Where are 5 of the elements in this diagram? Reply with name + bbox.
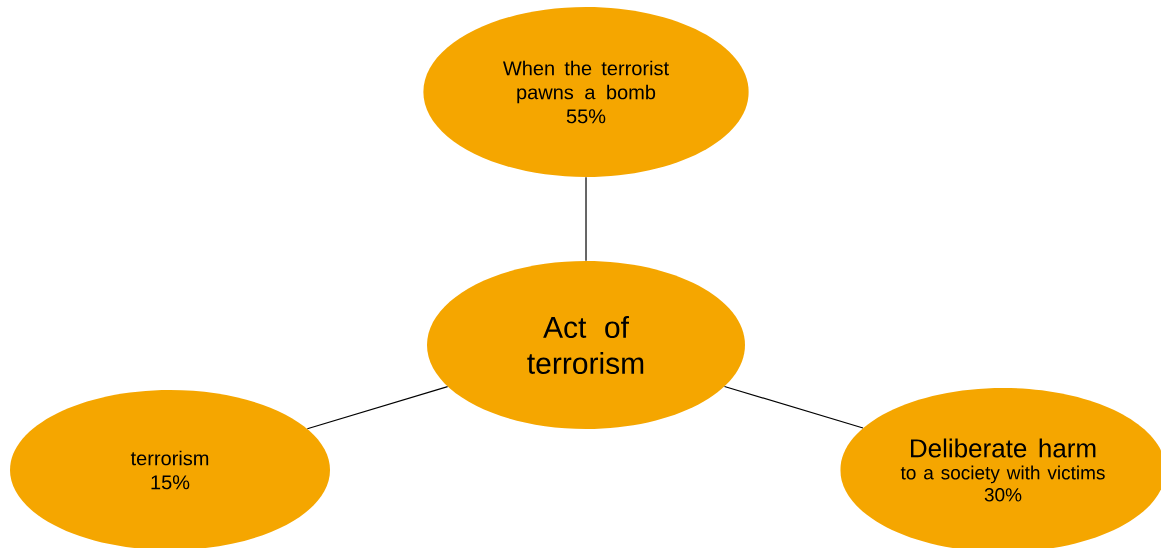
connector-line [585,176,587,262]
ellipse-node: Act of terrorism [427,261,745,429]
connector-line [306,385,449,430]
ellipse-node: When the terrorist pawns a bomb 55% [423,7,749,177]
connector-line [723,385,864,429]
